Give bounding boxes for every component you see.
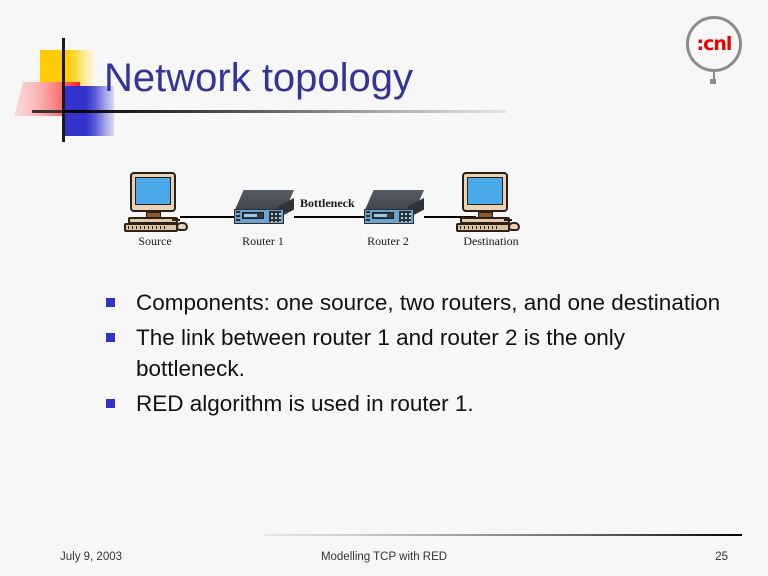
list-item: RED algorithm is used in router 1. [106,388,726,419]
router-leds [366,211,370,221]
bullet-square-icon [106,399,115,408]
logo-stem-icon [713,70,715,80]
bullet-text: The link between router 1 and router 2 i… [136,325,626,381]
footer-date: July 9, 2003 [60,551,123,563]
link-label-bottleneck: Bottleneck [300,196,355,210]
slide-title: Network topology [104,56,414,100]
router-display-bar [374,214,387,217]
mouse-cord [172,219,180,221]
node-label-destination: Destination [463,234,519,248]
node-source-computer-icon [122,172,188,234]
mouse-icon [508,222,520,231]
mouse-icon [176,222,188,231]
list-item: Components: one source, two routers, and… [106,287,726,318]
node-label-router2: Router 2 [367,234,409,248]
footer-divider [264,534,742,536]
bullet-square-icon [106,333,115,342]
router-button-grid [269,211,281,222]
logo-foot-icon [710,79,716,84]
bullet-square-icon [106,298,115,307]
link-router2-destination [424,216,476,218]
link-router1-router2 [294,216,374,218]
node-destination-computer-icon [454,172,520,234]
node-label-source: Source [138,234,172,248]
monitor-screen [135,177,171,205]
footer-presentation-title: Modelling TCP with RED [320,551,448,563]
router-leds [236,211,240,221]
bullet-text: RED algorithm is used in router 1. [136,391,474,416]
decoration-vertical-line [62,38,65,142]
bullet-text: Components: one source, two routers, and… [136,290,721,315]
bullet-list: Components: one source, two routers, and… [106,287,726,423]
router-display-bar [244,214,257,217]
logo-text: :cnl [696,33,733,55]
mouse-cord [504,219,512,221]
node-router2-icon [364,190,424,226]
node-router1-icon [234,190,294,226]
footer-page-number: 25 [715,551,728,563]
keyboard-keys [460,226,498,229]
router-button-grid [399,211,411,222]
network-topology-diagram: Source Router 1 Bottleneck Router 2 [118,168,538,260]
monitor-screen [467,177,503,205]
cnl-logo: :cnl [684,16,746,86]
link-source-router1 [180,216,244,218]
node-label-router1: Router 1 [242,234,284,248]
keyboard-keys [128,226,166,229]
title-underline [62,110,506,113]
list-item: The link between router 1 and router 2 i… [106,322,726,384]
